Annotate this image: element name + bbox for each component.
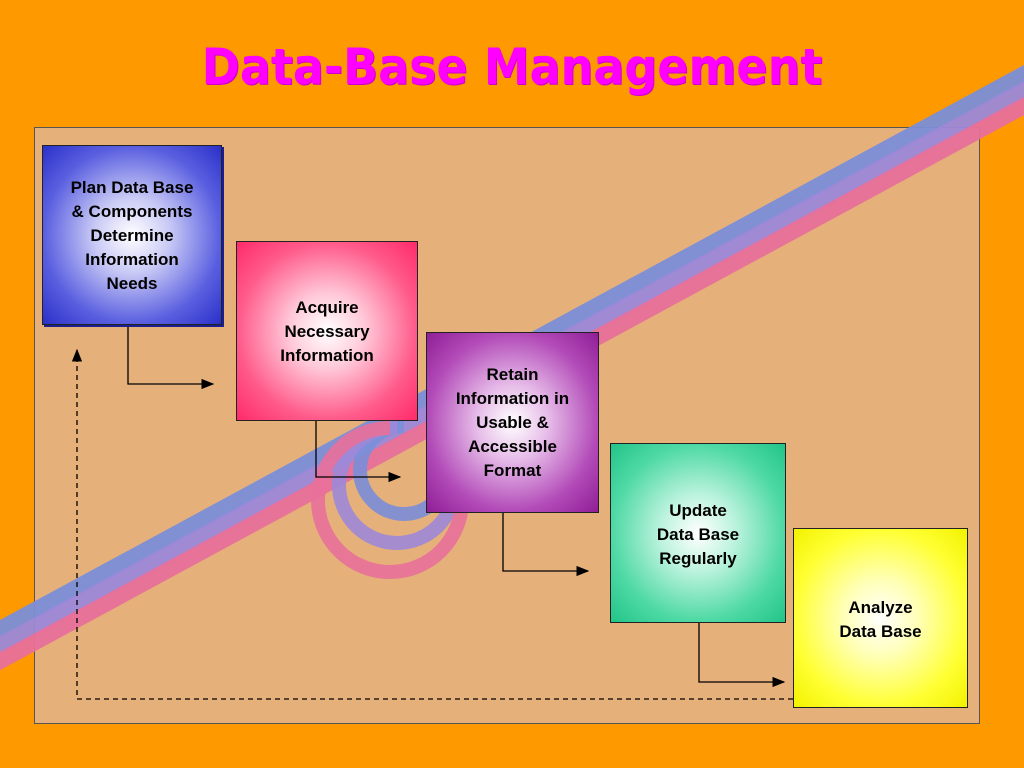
step-label-retain: Retain Information in Usable & Accessibl…: [455, 365, 570, 480]
step-box-acquire: Acquire Necessary Information: [236, 241, 418, 421]
step-label-update: Update Data Base Regularly: [656, 501, 740, 568]
connector-feedback-loop: [71, 348, 793, 700]
step-label-analyze: Analyze Data Base: [839, 598, 922, 641]
step-label-plan: Plan Data Base & Components Determine In…: [70, 178, 194, 293]
step-box-retain: Retain Information in Usable & Accessibl…: [426, 332, 599, 513]
connector-update-to-analyze: [698, 623, 786, 688]
step-box-analyze: Analyze Data Base: [793, 528, 968, 708]
connector-plan-to-acquire: [127, 327, 215, 390]
connector-acquire-to-retain: [315, 421, 402, 483]
page-title: Data-Base Management: [201, 38, 823, 96]
step-label-acquire: Acquire Necessary Information: [280, 298, 374, 365]
connector-retain-to-update: [502, 513, 590, 577]
step-box-update: Update Data Base Regularly: [610, 443, 786, 623]
step-box-plan: Plan Data Base & Components Determine In…: [42, 145, 222, 325]
